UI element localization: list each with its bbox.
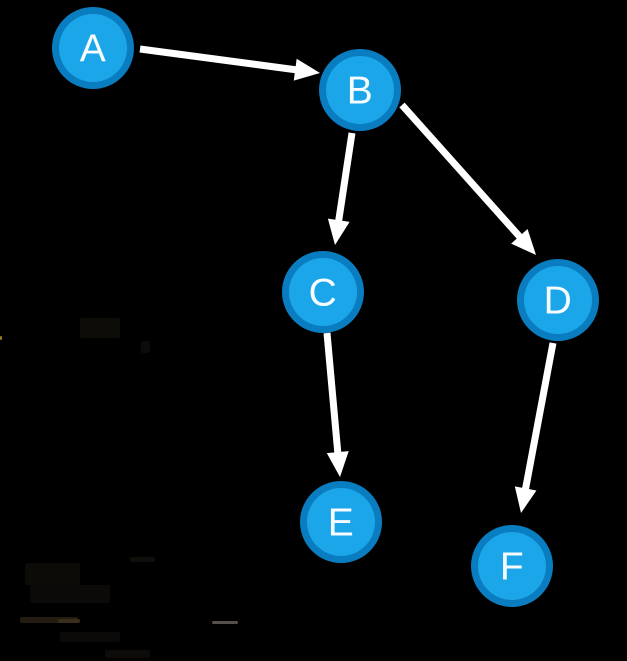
- edge-A-B: [139, 45, 320, 81]
- node-body: [307, 488, 375, 556]
- edge-B-C: [327, 132, 356, 245]
- node-body: [478, 532, 546, 600]
- edge-line-A-B: [139, 45, 302, 74]
- graph-node-E[interactable]: E: [300, 481, 382, 563]
- edge-line-C-E: [323, 332, 342, 459]
- arrowhead-icon: [511, 229, 536, 255]
- arrowhead-icon: [293, 58, 320, 81]
- edge-line-D-F: [521, 342, 557, 495]
- node-body: [326, 56, 394, 124]
- graph-node-C[interactable]: C: [282, 251, 364, 333]
- node-body: [524, 266, 592, 334]
- edge-B-D: [399, 102, 536, 255]
- graph-node-A[interactable]: A: [52, 7, 134, 89]
- graph-node-B[interactable]: B: [319, 49, 401, 131]
- edge-C-E: [323, 332, 349, 477]
- arrowhead-icon: [327, 218, 350, 245]
- arrowhead-icon: [514, 486, 537, 513]
- edge-line-B-C: [334, 132, 356, 227]
- arrowhead-icon: [326, 451, 349, 477]
- node-body: [289, 258, 357, 326]
- graph-node-D[interactable]: D: [517, 259, 599, 341]
- edge-D-F: [514, 342, 557, 513]
- edge-line-B-D: [399, 102, 526, 244]
- graph-node-F[interactable]: F: [471, 525, 553, 607]
- node-body: [59, 14, 127, 82]
